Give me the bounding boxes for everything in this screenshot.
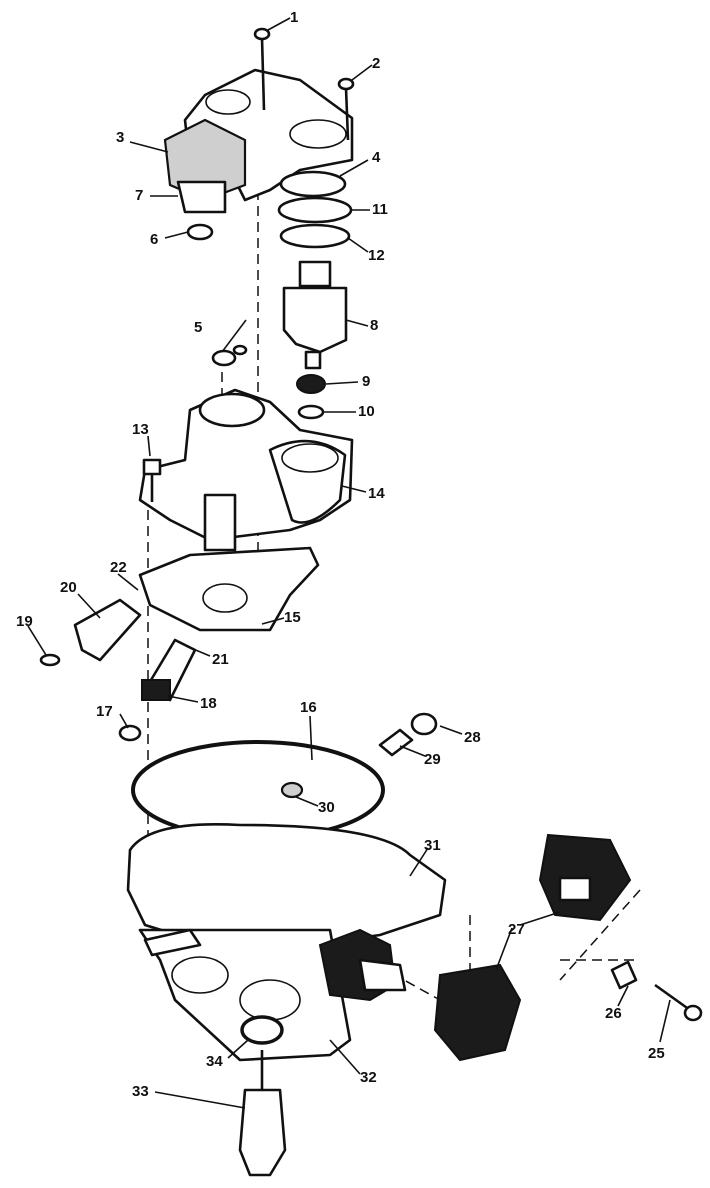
seal-19 (39, 653, 61, 667)
callout-30: 30 (318, 799, 335, 816)
seal-10 (297, 404, 325, 420)
callout-9: 9 (362, 373, 370, 390)
callout-3: 3 (116, 129, 124, 146)
callout-10: 10 (358, 403, 375, 420)
callout-34: 34 (206, 1053, 223, 1070)
callout-29: 29 (424, 751, 441, 768)
callout-13: 13 (132, 421, 149, 438)
callout-5: 5 (194, 319, 202, 336)
seal-5 (211, 344, 248, 367)
fitting-18 (141, 638, 197, 702)
callout-32: 32 (360, 1069, 377, 1086)
throttle-position-sensor (433, 963, 522, 1062)
screw-13 (142, 458, 162, 502)
gasket-15 (138, 546, 320, 632)
callout-19: 19 (16, 613, 33, 630)
o-ring-12 (279, 223, 351, 249)
callout-11: 11 (372, 201, 388, 218)
callout-22: 22 (110, 559, 127, 576)
callout-6: 6 (150, 231, 158, 248)
callout-12: 12 (368, 247, 385, 264)
bracket-26 (610, 960, 638, 990)
plug-28 (410, 712, 438, 736)
callout-8: 8 (370, 317, 378, 334)
callout-4: 4 (372, 149, 381, 166)
idle-air-control (538, 833, 632, 922)
callout-27: 27 (508, 921, 525, 938)
seal-30 (280, 781, 304, 799)
callout-31: 31 (424, 837, 441, 854)
throttle-body (126, 740, 447, 1062)
screw-29 (378, 728, 414, 757)
fitting-20 (73, 598, 142, 662)
callout-14: 14 (368, 485, 385, 502)
callout-15: 15 (284, 609, 301, 626)
seal-4 (279, 170, 347, 198)
callout-26: 26 (605, 1005, 622, 1022)
filter-9 (296, 374, 326, 394)
fuel-injector (282, 260, 348, 370)
gasket-16 (131, 740, 385, 840)
callout-labels: 1 2 3 4 5 6 7 8 9 10 11 12 13 14 15 16 1… (16, 9, 665, 1100)
callout-25: 25 (648, 1045, 665, 1062)
screw-1 (253, 27, 271, 111)
callout-16: 16 (300, 699, 317, 716)
callout-1: 1 (290, 9, 298, 26)
leader-lines (27, 17, 671, 1109)
sensor-33 (238, 1050, 287, 1177)
screw-2 (337, 77, 355, 141)
callout-18: 18 (200, 695, 217, 712)
seal-17 (118, 724, 142, 742)
callout-7: 7 (135, 187, 143, 204)
callout-21: 21 (212, 651, 229, 668)
screw-25 (654, 983, 703, 1022)
fuel-meter-body (138, 388, 354, 552)
callout-2: 2 (372, 55, 380, 72)
fuel-meter-cover (163, 68, 354, 241)
o-ring-11 (277, 196, 353, 224)
callout-33: 33 (132, 1083, 149, 1100)
callout-20: 20 (60, 579, 77, 596)
callout-28: 28 (464, 729, 481, 746)
callout-17: 17 (96, 703, 113, 720)
seal-34 (240, 1015, 284, 1045)
